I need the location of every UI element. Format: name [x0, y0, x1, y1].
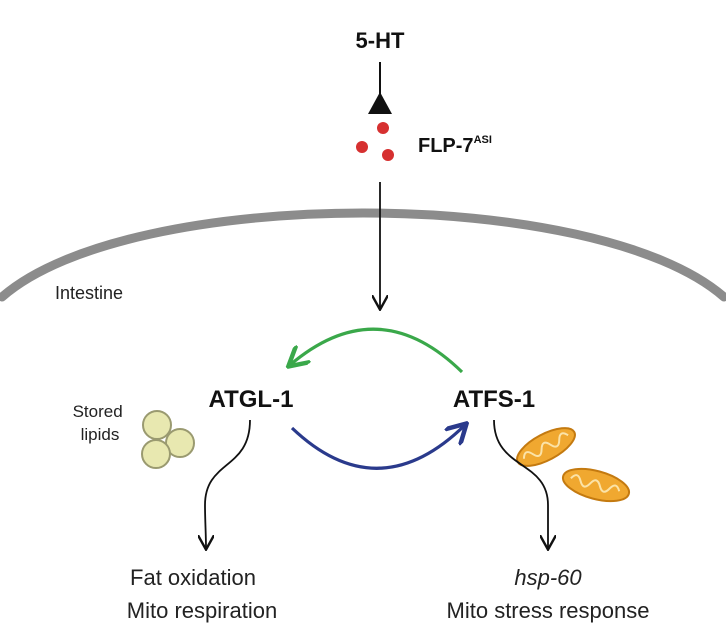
neuropeptide-superscript: ASI	[474, 134, 492, 146]
neuropeptide-name: FLP-7	[418, 135, 474, 157]
intestine-label: Intestine	[55, 283, 123, 303]
intestine-membrane	[0, 208, 726, 302]
neuropeptide-dot	[377, 122, 389, 134]
mito-respiration-label: Mito respiration	[127, 598, 277, 623]
hsp60-label: hsp-60	[514, 565, 582, 590]
fat-oxidation-label: Fat oxidation	[130, 565, 256, 590]
stored-lipids-label: Stored lipids	[73, 402, 128, 444]
atgl1-output-arrow	[205, 419, 251, 548]
mito-stress-response-label: Mito stress response	[447, 598, 650, 623]
neuropeptide-dot	[382, 149, 394, 161]
serotonin-label: 5-HT	[356, 28, 405, 53]
neuropeptide-label: FLP-7ASI	[418, 134, 492, 157]
stored-lipids-line2: lipids	[81, 425, 120, 444]
atgl1-label: ATGL-1	[209, 386, 294, 413]
atfs1-output-arrow	[493, 419, 548, 548]
atfs1-label: ATFS-1	[453, 386, 535, 413]
receptor-triangle	[368, 92, 392, 114]
mitochondria-icon	[516, 427, 631, 503]
atfs1-to-atgl1-arrow	[290, 327, 464, 374]
neuropeptide-dot	[356, 141, 368, 153]
lipid-droplets-icon	[141, 410, 195, 469]
stored-lipids-line1: Stored	[73, 402, 123, 421]
atgl1-to-atfs1-arrow	[290, 425, 465, 470]
